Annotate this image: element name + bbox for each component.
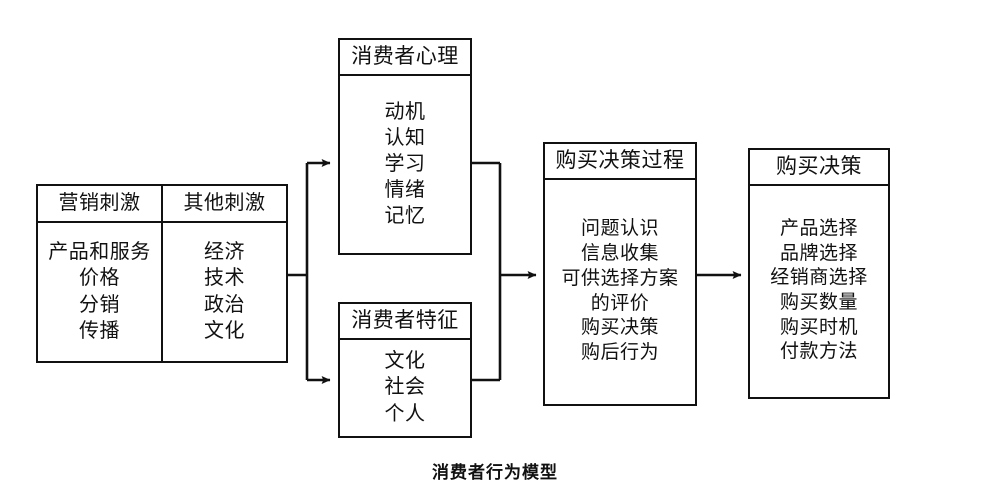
connector-branch-to-process (472, 161, 537, 382)
consumer-characteristics-box: 消费者特征 文化 社会 个人 (338, 302, 472, 438)
stimuli-box: 营销刺激 产品和服务 价格 分销 传播 其他刺激 经济 技术 政治 文化 (36, 184, 288, 363)
consumer-characteristics-header: 消费者特征 (340, 304, 470, 340)
list-item: 问题认识 (580, 218, 659, 240)
list-item: 社会 (384, 376, 426, 399)
list-item: 记忆 (384, 205, 426, 227)
list-item: 文化 (204, 319, 245, 342)
list-item: 购买决策 (580, 317, 659, 339)
list-item: 价格 (79, 267, 120, 290)
consumer-psychology-header: 消费者心理 (340, 40, 470, 76)
list-item: 动机 (384, 101, 426, 123)
list-item: 的评价 (590, 292, 650, 314)
list-item: 传播 (79, 319, 120, 342)
list-item: 产品和服务 (48, 240, 151, 263)
consumer-psychology-box: 消费者心理 动机 认知 学习 情绪 记忆 (338, 38, 472, 255)
list-item: 购买数量 (779, 292, 858, 313)
other-stimuli-header: 其他刺激 (163, 186, 286, 223)
purchase-decision-process-header: 购买决策过程 (545, 144, 695, 180)
consumer-psychology-items: 动机 认知 学习 情绪 记忆 (340, 76, 470, 253)
list-item: 政治 (204, 293, 245, 316)
marketing-stimuli-header: 营销刺激 (38, 186, 161, 223)
list-item: 购买时机 (779, 316, 858, 338)
other-stimuli-column: 其他刺激 经济 技术 政治 文化 (163, 186, 286, 361)
list-item: 个人 (384, 402, 426, 425)
list-item: 学习 (384, 153, 426, 175)
list-item: 信息收集 (580, 243, 659, 265)
list-item: 经济 (204, 240, 245, 263)
marketing-stimuli-items: 产品和服务 价格 分销 传播 (38, 223, 161, 361)
purchase-decision-process-items: 问题认识 信息收集 可供选择方案 的评价 购买决策 购后行为 (545, 180, 695, 404)
connector-stimuli-to-branch (288, 159, 331, 384)
list-item: 付款方法 (779, 341, 858, 363)
list-item: 品牌选择 (779, 242, 858, 264)
list-item: 可供选择方案 (561, 267, 679, 289)
marketing-stimuli-column: 营销刺激 产品和服务 价格 分销 传播 (38, 186, 163, 361)
list-item: 情绪 (384, 179, 426, 201)
purchase-decision-process-box: 购买决策过程 问题认识 信息收集 可供选择方案 的评价 购买决策 购后行为 (543, 142, 697, 406)
list-item: 经销商选择 (770, 267, 868, 289)
purchase-decision-header: 购买决策 (750, 150, 888, 186)
purchase-decision-items: 产品选择 品牌选择 经销商选择 购买数量 购买时机 付款方法 (750, 186, 888, 397)
list-item: 认知 (384, 127, 426, 149)
diagram-caption: 消费者行为模型 (432, 463, 558, 483)
list-item: 产品选择 (779, 217, 858, 239)
list-item: 文化 (384, 349, 426, 372)
other-stimuli-items: 经济 技术 政治 文化 (163, 223, 286, 361)
list-item: 分销 (79, 293, 120, 316)
purchase-decision-box: 购买决策 产品选择 品牌选择 经销商选择 购买数量 购买时机 付款方法 (748, 148, 890, 399)
consumer-characteristics-items: 文化 社会 个人 (340, 340, 470, 436)
list-item: 购后行为 (580, 341, 659, 363)
list-item: 技术 (204, 267, 245, 290)
